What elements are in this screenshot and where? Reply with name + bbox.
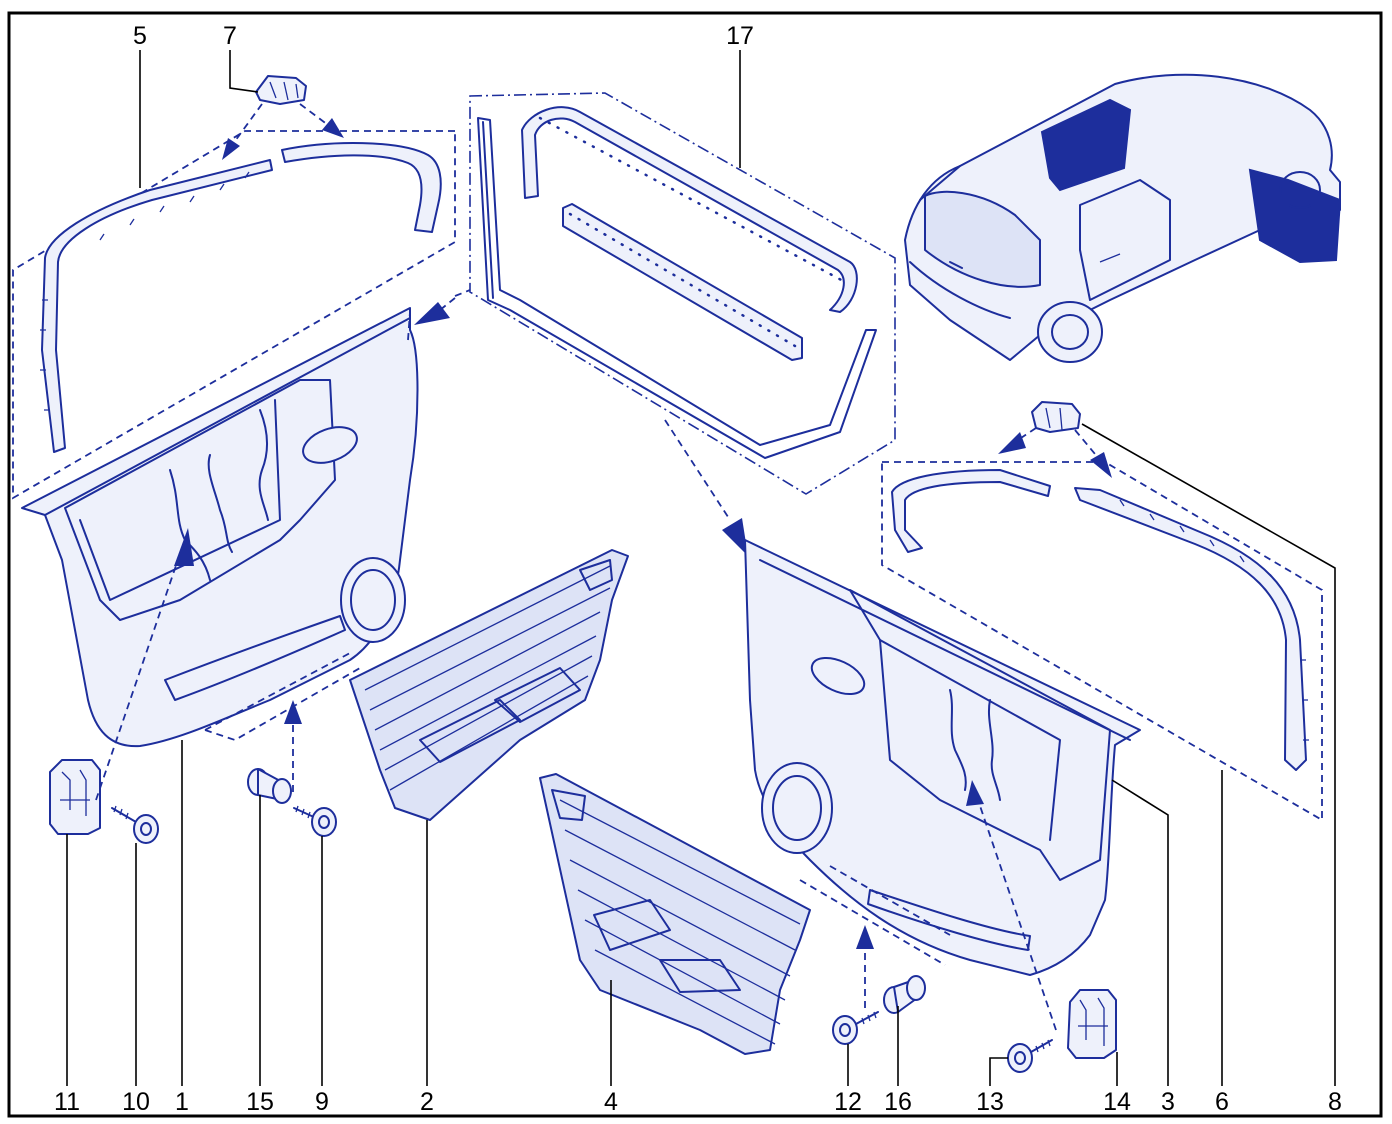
part-17-seal-box xyxy=(469,92,896,495)
part-9-screw xyxy=(293,805,337,837)
callout-14: 14 xyxy=(1103,1088,1131,1116)
part-6-upper-trim-strip xyxy=(891,469,1309,771)
leader-lines xyxy=(66,50,1336,1086)
upper-left-assembly-box xyxy=(12,130,456,500)
callout-8: 8 xyxy=(1328,1088,1342,1116)
callout-4: 4 xyxy=(604,1088,618,1116)
part-11-clip-left xyxy=(49,759,101,835)
part-4-inner-liner xyxy=(539,773,811,1055)
part-12-screw xyxy=(832,1011,879,1045)
vehicle-overview xyxy=(904,73,1342,363)
part-13-screw xyxy=(1007,1039,1053,1073)
part-14-clip-right xyxy=(1067,989,1117,1059)
part-8-trim-clip xyxy=(998,401,1112,478)
callout-3: 3 xyxy=(1161,1088,1175,1116)
callout-7: 7 xyxy=(223,22,237,50)
callout-15: 15 xyxy=(246,1088,274,1116)
part-17-door-seals xyxy=(477,106,877,459)
callout-12: 12 xyxy=(834,1088,862,1116)
callout-labels: 5 7 17 11 10 1 15 9 2 4 12 16 13 14 3 6 … xyxy=(54,22,1342,1116)
callout-2: 2 xyxy=(420,1088,434,1116)
callout-17: 17 xyxy=(726,22,754,50)
part-3-rear-door-panel xyxy=(744,539,1141,976)
part-16-grommet xyxy=(883,975,926,1014)
callout-1: 1 xyxy=(175,1088,189,1116)
callout-6: 6 xyxy=(1215,1088,1229,1116)
callout-13: 13 xyxy=(976,1088,1004,1116)
callout-11: 11 xyxy=(54,1088,80,1116)
part-2-inner-liner xyxy=(349,549,629,821)
callout-5: 5 xyxy=(133,22,147,50)
part-5-upper-trim-strip xyxy=(40,142,442,453)
callout-9: 9 xyxy=(315,1088,329,1116)
part-1-front-door-panel xyxy=(21,297,456,748)
part-15-grommet xyxy=(247,768,292,804)
callout-16: 16 xyxy=(884,1088,912,1116)
frame-border xyxy=(7,11,1383,1118)
part-7-trim-clip xyxy=(222,75,344,160)
callout-10: 10 xyxy=(122,1088,150,1116)
right-assembly-box xyxy=(881,461,1323,822)
part-10-screw-left xyxy=(111,805,159,844)
